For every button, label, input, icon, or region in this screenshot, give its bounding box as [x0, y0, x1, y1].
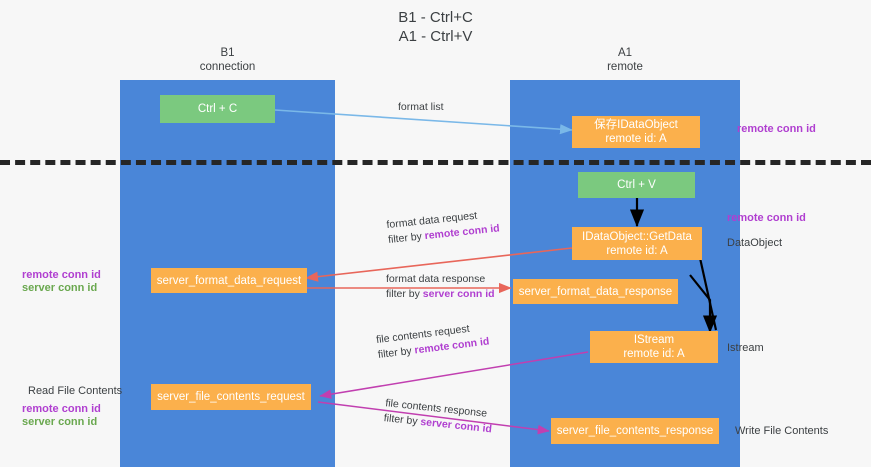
lane-header-b1: B1 connection: [120, 46, 335, 74]
edge-label-file-contents-response: file contents response filter by server …: [383, 396, 494, 437]
note-left-server-conn-id: server conn id: [22, 282, 98, 294]
box-ctrl-c-label: Ctrl + C: [197, 103, 238, 115]
note-right-remote-conn-id-mid: remote conn id: [727, 212, 806, 224]
note-left-server-conn-id-2: server conn id: [22, 416, 98, 428]
filter-prefix: filter by: [383, 412, 422, 428]
lane-header-a1-sub: remote: [607, 61, 643, 73]
box-server-file-contents-response[interactable]: server_file_contents_response: [551, 418, 719, 444]
box-ctrl-v[interactable]: Ctrl + V: [578, 172, 695, 198]
section-divider: [0, 160, 871, 165]
box-istream[interactable]: IStream remote id: A: [590, 331, 718, 363]
edge-label-format-data-request: format data request filter by remote con…: [386, 206, 501, 248]
note-left-remote-conn-id-2: remote conn id: [22, 403, 101, 415]
box-ctrl-v-label: Ctrl + V: [617, 179, 656, 191]
box-istream-line2: remote id: A: [623, 348, 685, 360]
box-server-format-data-request[interactable]: server_format_data_request: [151, 268, 307, 293]
filter-key-server-conn-id: server conn id: [422, 288, 495, 300]
edge-label-format-data-response-filter: filter by server conn id: [386, 287, 495, 302]
edge-label-format-list-text: format list: [398, 101, 444, 113]
box-server-file-contents-request-label: server_file_contents_request: [157, 391, 305, 403]
filter-prefix: filter by: [386, 288, 423, 300]
box-server-file-contents-request[interactable]: server_file_contents_request: [151, 384, 311, 410]
note-right-istream: Istream: [727, 342, 764, 354]
box-save-idataobject-line2: remote id: A: [605, 133, 667, 145]
edge-label-format-list: format list: [398, 100, 444, 115]
edge-label-format-data-response-text: format data response: [386, 273, 486, 285]
edge-label-file-contents-request: file contents request filter by remote c…: [375, 320, 490, 363]
box-save-idataobject[interactable]: 保存IDataObject remote id: A: [572, 116, 700, 148]
box-server-format-data-response-label: server_format_data_response: [518, 285, 673, 298]
edge-label-format-data-response: format data response filter by server co…: [386, 272, 495, 302]
filter-prefix: filter by: [377, 344, 416, 362]
note-right-remote-conn-id-top: remote conn id: [737, 123, 816, 135]
box-idataobject-getdata-line2: remote id: A: [606, 244, 668, 257]
box-server-file-contents-response-label: server_file_contents_response: [556, 425, 714, 437]
note-right-write-file-contents: Write File Contents: [735, 425, 829, 437]
filter-prefix: filter by: [387, 230, 426, 247]
box-server-format-data-response[interactable]: server_format_data_response: [513, 279, 678, 304]
box-idataobject-getdata[interactable]: IDataObject::GetData remote id: A: [572, 227, 702, 260]
lane-header-a1: A1 remote: [510, 46, 740, 74]
box-server-format-data-request-label: server_format_data_request: [156, 274, 302, 287]
box-istream-line1: IStream: [633, 334, 675, 346]
note-left-read-file-contents: Read File Contents: [28, 385, 123, 397]
lane-header-a1-name: A1: [617, 47, 633, 59]
note-left-remote-conn-id: remote conn id: [22, 269, 101, 281]
page-title: B1 - Ctrl+C A1 - Ctrl+V: [398, 9, 473, 45]
lane-header-b1-sub: connection: [199, 61, 256, 73]
box-ctrl-c[interactable]: Ctrl + C: [160, 95, 275, 123]
note-right-dataobject: DataObject: [727, 237, 783, 249]
lane-header-b1-name: B1: [220, 47, 235, 59]
box-save-idataobject-line1: 保存IDataObject: [594, 119, 678, 131]
box-idataobject-getdata-line1: IDataObject::GetData: [582, 230, 692, 243]
